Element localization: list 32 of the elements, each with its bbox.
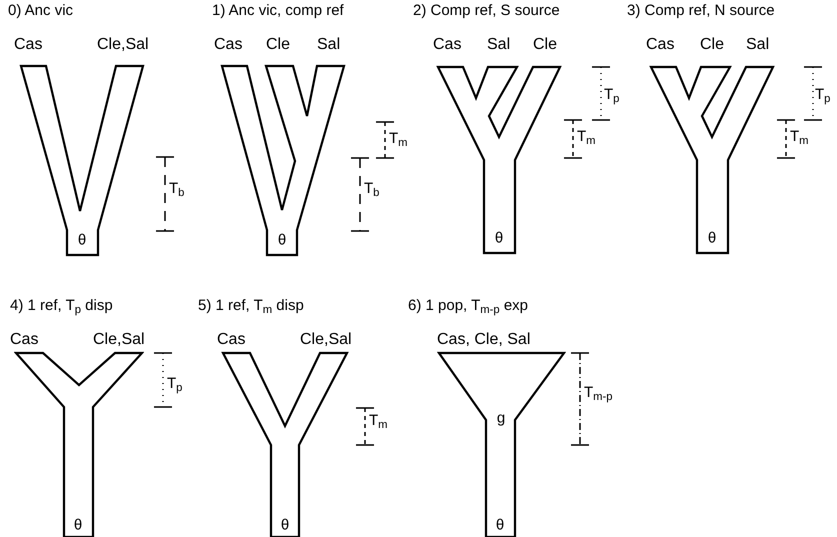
parameter-label: θ: [280, 518, 290, 532]
parameter-label: g: [496, 410, 506, 426]
population-tree-shape: [220, 64, 346, 257]
panel-title: 4) 1 ref, T$_{p}$ disp: [10, 297, 113, 316]
panel-title: 1) Anc vic, comp ref: [212, 2, 344, 21]
population-tree-shape: [437, 351, 566, 537]
dimension-label: T$_{b}$: [364, 180, 380, 199]
panel-title: 6) 1 pop, T$_{m-p}$ exp: [408, 297, 528, 316]
dimension-label: T$_{m-p}$: [584, 384, 613, 403]
population-tree-shape: [19, 64, 145, 257]
dimension-label: T$_{p}$: [604, 86, 620, 105]
parameter-label: θ: [494, 230, 504, 246]
dimension-label: T$_{m}$: [389, 130, 408, 149]
parameter-label: θ: [278, 232, 286, 248]
dimension-label: T$_{b}$: [169, 180, 184, 199]
panel-title: 3) Comp ref, N source: [627, 2, 775, 21]
parameter-label: θ: [708, 230, 716, 246]
dimension-label: T$_{p}$: [815, 86, 830, 105]
panel-title: 0) Anc vic: [8, 2, 74, 21]
population-tree-shape: [436, 65, 562, 255]
dimension-label: T$_{m}$: [790, 128, 809, 147]
dimension-label: T$_{m}$: [577, 128, 596, 147]
panel-title: 5) 1 ref, T$_{m}$ disp: [198, 297, 304, 316]
panel-title: 2) Comp ref, S source: [413, 2, 560, 21]
parameter-label: θ: [496, 518, 504, 532]
dimension-label: T$_{p}$: [167, 375, 182, 394]
parameter-label: θ: [78, 232, 86, 248]
dimension-label: T$_{m}$: [369, 412, 388, 431]
parameter-label: θ: [74, 518, 82, 532]
population-tree-shape: [221, 351, 349, 537]
population-tree-shape: [14, 351, 144, 537]
population-tree-shape: [649, 65, 775, 255]
